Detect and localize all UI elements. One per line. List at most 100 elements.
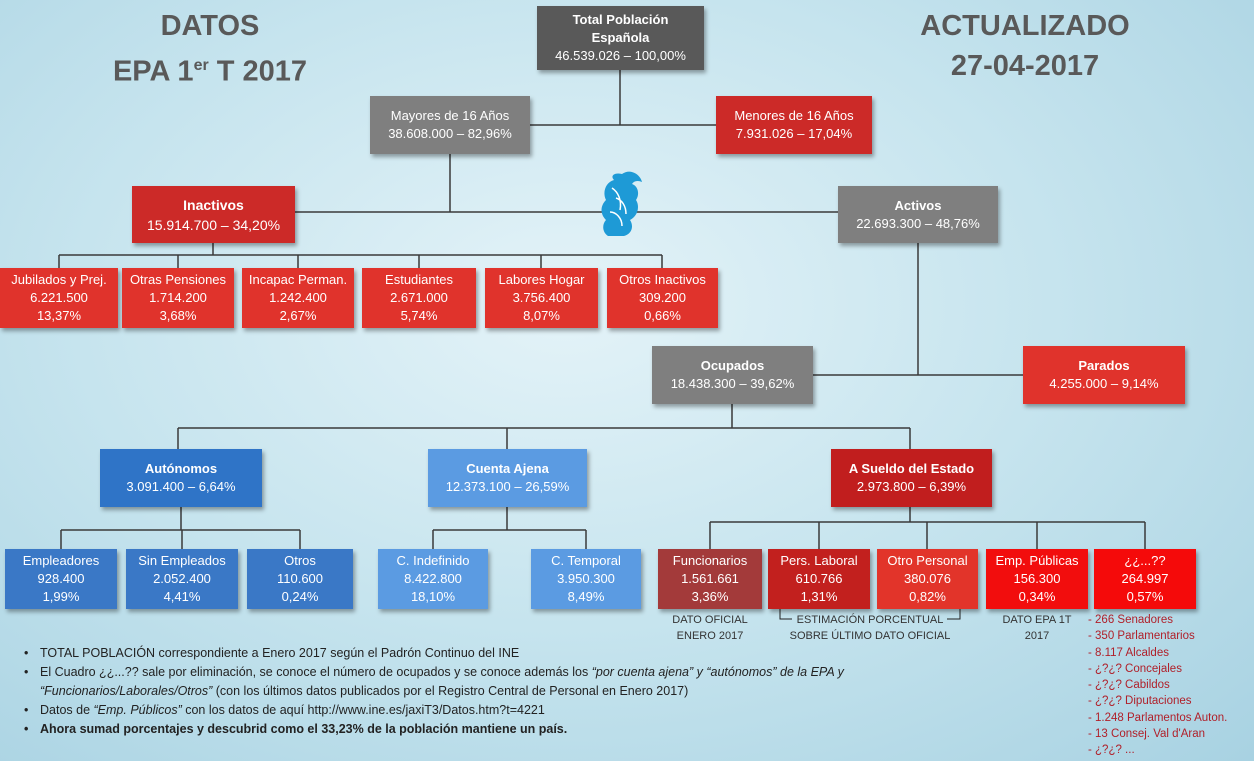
box-pct: 0,24% xyxy=(281,589,319,604)
box-value: 18.438.300 – 39,62% xyxy=(670,376,795,391)
box-pct: 5,74% xyxy=(400,308,438,323)
title-date: 27-04-2017 xyxy=(950,50,1100,82)
box-value: 156.300 xyxy=(1013,571,1061,586)
box-value: 1.242.400 xyxy=(269,290,327,305)
title-epa-sup: er xyxy=(193,57,209,74)
box-label: Incapac Perman. xyxy=(248,272,348,287)
box-value: 928.400 xyxy=(37,571,85,586)
title-epa-a: EPA 1 xyxy=(112,55,194,88)
box-label: Sin Empleados xyxy=(138,553,226,568)
box-label: Empleadores xyxy=(22,553,100,568)
box-value: 7.931.026 – 17,04% xyxy=(735,126,853,141)
box-value: 1.561.661 xyxy=(681,571,739,586)
box-pct: 2,67% xyxy=(279,308,317,323)
title-right: ACTUALIZADO 27-04-2017 xyxy=(905,6,1145,86)
box-pers-laboral: Pers. Laboral 610.766 1,31% xyxy=(768,549,870,609)
box-value: 46.539.026 – 100,00% xyxy=(555,48,686,63)
box-otro-personal: Otro Personal 380.076 0,82% xyxy=(877,549,978,609)
note-dato-oficial: DATO OFICIAL ENERO 2017 xyxy=(660,612,760,644)
box-label: Otros xyxy=(284,553,316,568)
box-label: Española xyxy=(591,30,650,45)
box-pct: 1,31% xyxy=(800,589,838,604)
box-value: 610.766 xyxy=(795,571,843,586)
box-label: Jubilados y Prej. xyxy=(11,272,107,287)
box-value: 2.973.800 – 6,39% xyxy=(856,479,967,494)
note-line: SOBRE ÚLTIMO DATO OFICIAL xyxy=(789,630,951,642)
box-label: C. Indefinido xyxy=(396,553,470,568)
box-pct: 0,66% xyxy=(644,308,681,323)
box-sueldo-estado: A Sueldo del Estado 2.973.800 – 6,39% xyxy=(831,449,992,507)
cargos-list: - 266 Senadores- 350 Parlamentarios- 8.1… xyxy=(1088,612,1227,759)
title-datos: DATOS xyxy=(160,10,260,42)
list-item: - 1.248 Parlamentos Auton. xyxy=(1088,711,1228,724)
box-value: 110.600 xyxy=(276,571,324,586)
footnote-italic: “Emp. Públicos” xyxy=(93,703,182,717)
box-label: C. Temporal xyxy=(551,553,621,568)
note-line: DATO OFICIAL xyxy=(672,614,748,626)
note-line: DATO EPA 1T xyxy=(1002,614,1072,626)
box-label: Activos xyxy=(894,197,942,213)
box-pct: 0,82% xyxy=(909,589,946,604)
list-item: - ¿?¿? Cabildos xyxy=(1088,679,1170,692)
box-value: 3.756.400 xyxy=(512,290,571,305)
box-label: ¿¿...?? xyxy=(1124,553,1166,568)
title-epa-b: T 2017 xyxy=(208,55,308,88)
box-label: Labores Hogar xyxy=(498,272,585,287)
footnote: Datos de “Emp. Públicos” con los datos d… xyxy=(24,701,964,720)
box-label: Estudiantes xyxy=(385,272,453,287)
box-value: 12.373.100 – 26,59% xyxy=(445,479,570,494)
box-otros-autonomos: Otros 110.600 0,24% xyxy=(247,549,353,609)
box-label: Otro Personal xyxy=(887,553,968,568)
box-labores-hogar: Labores Hogar 3.756.400 8,07% xyxy=(485,268,598,328)
list-item: - 266 Senadores xyxy=(1088,614,1174,626)
footnote-text: Datos de xyxy=(40,703,94,717)
box-activos: Activos 22.693.300 – 48,76% xyxy=(838,186,998,243)
note-line: 2017 xyxy=(1024,630,1050,642)
box-value: 2.052.400 xyxy=(153,571,211,586)
box-label: Ocupados xyxy=(700,358,765,373)
box-value: 38.608.000 – 82,96% xyxy=(388,126,512,141)
box-value: 3.950.300 xyxy=(557,571,615,586)
footnote-text: con los datos de aquí http://www.ine.es/… xyxy=(181,703,545,717)
list-item: - ¿?¿? Concejales xyxy=(1088,662,1182,675)
box-value: 264.997 xyxy=(1121,571,1169,586)
box-value: 309.200 xyxy=(639,290,686,305)
note-line: ENERO 2017 xyxy=(676,630,744,642)
box-value: 3.091.400 – 6,64% xyxy=(126,479,236,494)
box-estudiantes: Estudiantes 2.671.000 5,74% xyxy=(362,268,476,328)
box-value: 2.671.000 xyxy=(390,290,448,305)
box-pct: 8,07% xyxy=(523,308,560,323)
title-left: DATOS EPA 1er T 2017 xyxy=(110,6,310,92)
list-item: - 13 Consej. Val d'Aran xyxy=(1088,728,1206,741)
box-label: Pers. Laboral xyxy=(780,553,858,568)
footnote-text: El Cuadro ¿¿...?? sale por eliminación, … xyxy=(40,665,592,679)
box-label: Total Población xyxy=(572,12,669,27)
list-item: - ¿?¿? Diputaciones xyxy=(1088,695,1192,708)
griffin-logo-icon xyxy=(601,171,642,236)
box-value: 22.693.300 – 48,76% xyxy=(856,215,980,231)
box-value: 380.076 xyxy=(904,571,951,586)
box-value: 15.914.700 – 34,20% xyxy=(146,216,281,233)
footnote-text: (con los últimos datos publicados por el… xyxy=(212,684,689,698)
box-ocupados: Ocupados 18.438.300 – 39,62% xyxy=(652,346,813,404)
box-label: A Sueldo del Estado xyxy=(848,461,975,476)
footnotes: TOTAL POBLACIÓN correspondiente a Enero … xyxy=(24,644,964,739)
box-pct: 0,34% xyxy=(1018,589,1056,604)
box-total-poblacion: Total Población Española 46.539.026 – 10… xyxy=(537,6,704,70)
